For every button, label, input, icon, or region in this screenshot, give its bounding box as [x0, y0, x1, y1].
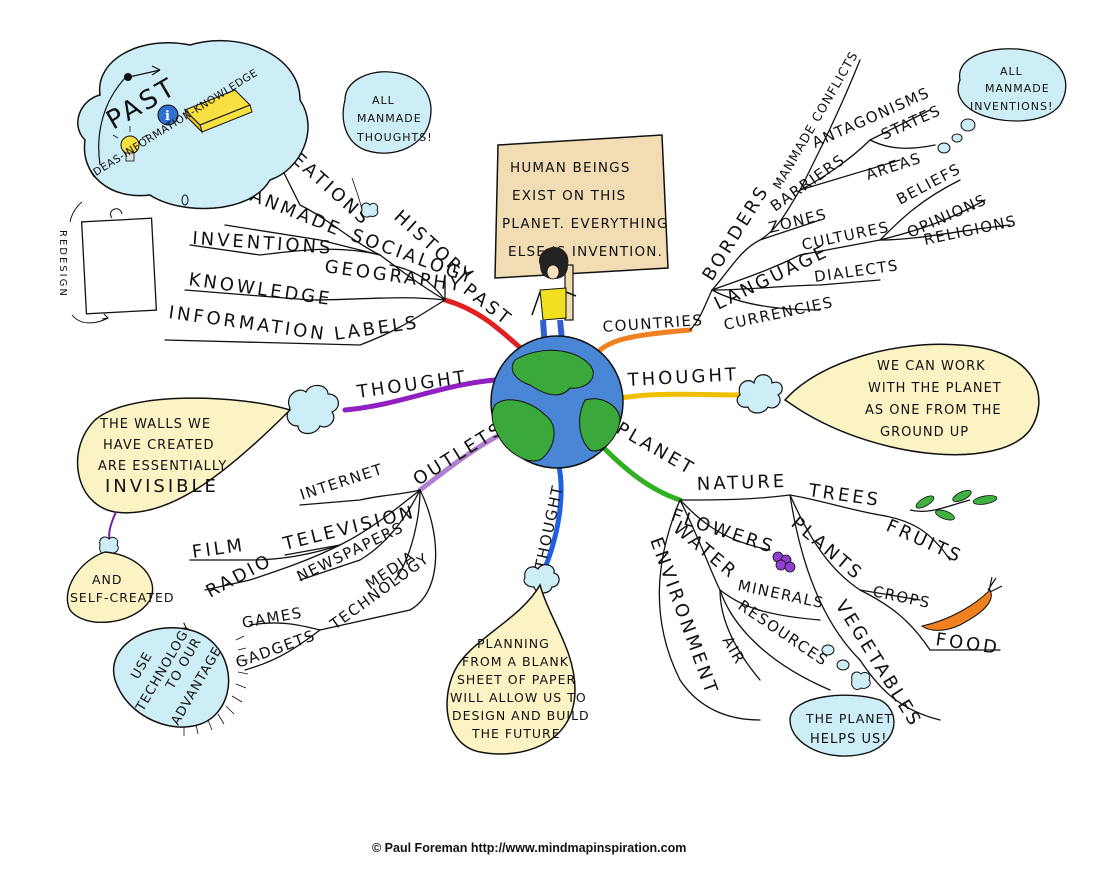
label-areas: AREAS	[864, 149, 924, 184]
bubble-manmade-inventions-line-3: INVENTIONS!	[970, 100, 1053, 113]
center-image: HUMAN BEINGS EXIST ON THIS PLANET. EVERY…	[490, 134, 669, 469]
branch-thought-right-line	[617, 391, 748, 401]
label-knowledge: KNOWLEDGE	[187, 269, 333, 310]
thought-right-branch: THOUGHT WE CAN WORK WITH THE PLANET AS O…	[626, 343, 1040, 456]
main-branch-lines	[342, 297, 748, 571]
bubble-planning-shape	[446, 583, 576, 755]
branch-past-line	[442, 297, 528, 355]
bubble-planet-helps-line-2: HELPS US!	[810, 732, 887, 747]
label-air: AIR	[719, 633, 749, 668]
bubble-manmade-inventions: ALL MANMADE INVENTIONS!	[957, 48, 1067, 122]
leafy-twig-icon	[909, 490, 998, 521]
branch-planet-line	[595, 439, 683, 503]
label-information: INFORMATION	[167, 302, 328, 345]
label-film: FILM	[191, 535, 247, 563]
past-cloud-shape	[77, 40, 309, 210]
bubble-manmade-inventions-line-1: ALL	[1000, 65, 1023, 78]
bubble-walls-line-2: HAVE CREATED	[103, 438, 214, 453]
bubble-work-line-2: WITH THE PLANET	[868, 381, 1002, 396]
bubble-planet-helps-line-1: THE PLANET	[805, 711, 893, 726]
bubble-planning-line-5: DESIGN AND BUILD	[452, 708, 590, 723]
branch-countries-line	[595, 327, 693, 355]
bubble-manmade-thoughts-line-2: MANMADE	[357, 112, 422, 125]
sign-line-4: ELSE IS INVENTION.	[508, 244, 663, 260]
label-food: FOOD	[934, 629, 1001, 659]
footer-copyright: © Paul Foreman http://www.mindmapinspira…	[372, 841, 686, 855]
label-plants: PLANTS	[787, 513, 868, 585]
globe-land-1	[511, 349, 594, 396]
label-thought-right: THOUGHT	[626, 364, 739, 391]
sign-line-2: EXIST ON THIS	[512, 188, 626, 204]
bubble-use-tech-shape	[112, 627, 230, 728]
label-trees: TREES	[806, 480, 882, 511]
past-cloud: PAST i IDEAS-INFORMATION-KNOWLEDGE REDES…	[57, 40, 309, 324]
bubble-planning-line-2: FROM A BLANK	[462, 654, 569, 669]
label-outlets: OUTLETS	[410, 418, 509, 490]
label-thought-bottom: THOUGHT	[531, 483, 567, 572]
sign-board	[494, 134, 669, 279]
sign-line-1: HUMAN BEINGS	[510, 160, 631, 176]
bubble-self-created-shape	[66, 551, 154, 623]
label-nature: NATURE	[696, 471, 787, 495]
bubble-work-line-4: GROUND UP	[880, 425, 969, 440]
bubble-work-line-3: AS ONE FROM THE	[865, 403, 1002, 418]
planet-branch: PLANET NATURE TREES FRUITS PLANTS CROPS …	[613, 418, 1003, 757]
svg-text:i: i	[165, 109, 170, 124]
bubble-walls-line-1: THE WALLS WE	[99, 417, 211, 432]
redesign-label: REDESIGN	[57, 230, 68, 298]
bubble-walls-line-3: ARE ESSENTIALLY	[98, 459, 227, 474]
globe-land-3	[579, 398, 621, 452]
globe-land-2	[491, 399, 555, 462]
branch-thought-bottom-line	[542, 459, 564, 571]
bubble-planning-line-3: SHEET OF PAPER	[457, 672, 576, 687]
carrot-icon	[920, 576, 1003, 631]
flower-icon	[772, 551, 796, 573]
bubble-manmade-thoughts-line-1: ALL	[372, 94, 395, 107]
label-borders: BORDERS	[698, 181, 774, 284]
label-games: GAMES	[241, 604, 305, 632]
bubble-manmade-thoughts-line-3: THOUGHTS!	[356, 131, 433, 144]
thought-left-branch: THOUGHT THE WALLS WE HAVE CREATED ARE ES…	[66, 367, 469, 623]
sign-line-3: PLANET. EVERYTHING	[502, 216, 669, 232]
bubble-manmade-thoughts: ALL MANMADE THOUGHTS!	[342, 71, 433, 154]
redesign-sheet	[80, 217, 158, 315]
bubble-planning-line-6: THE FUTURE	[471, 726, 561, 741]
bubble-manmade-inventions-line-2: MANMADE	[985, 82, 1050, 95]
bubble-planning-line-4: WILL ALLOW US TO	[450, 690, 587, 705]
branch-thought-left-line	[342, 377, 498, 413]
label-gadgets: GADGETS	[233, 626, 318, 672]
thought-bottom-branch: THOUGHT PLANNING FROM A BLANK SHEET OF P…	[446, 483, 590, 755]
label-fruits: FRUITS	[883, 515, 966, 567]
book-icon	[183, 89, 253, 134]
bubble-walls-shape	[76, 397, 292, 514]
bubble-planet-helps-shape	[789, 694, 895, 757]
label-crops: CROPS	[871, 582, 932, 612]
lightbulb-icon	[112, 126, 148, 162]
info-icon: i	[157, 104, 179, 126]
bubble-work-line-1: WE CAN WORK	[877, 359, 986, 374]
branch-outlets-line	[417, 429, 508, 493]
label-labels: LABELS	[333, 312, 421, 345]
bubble-self-created-line-2: SELF-CREATED	[70, 590, 175, 605]
bubble-planning-line-1: PLANNING	[477, 636, 550, 651]
bubble-self-created-line-1: AND	[92, 572, 123, 587]
bubble-work-shape	[783, 343, 1040, 456]
cloud-right	[736, 374, 783, 414]
bubble-walls-line-4: INVISIBLE	[105, 476, 219, 497]
